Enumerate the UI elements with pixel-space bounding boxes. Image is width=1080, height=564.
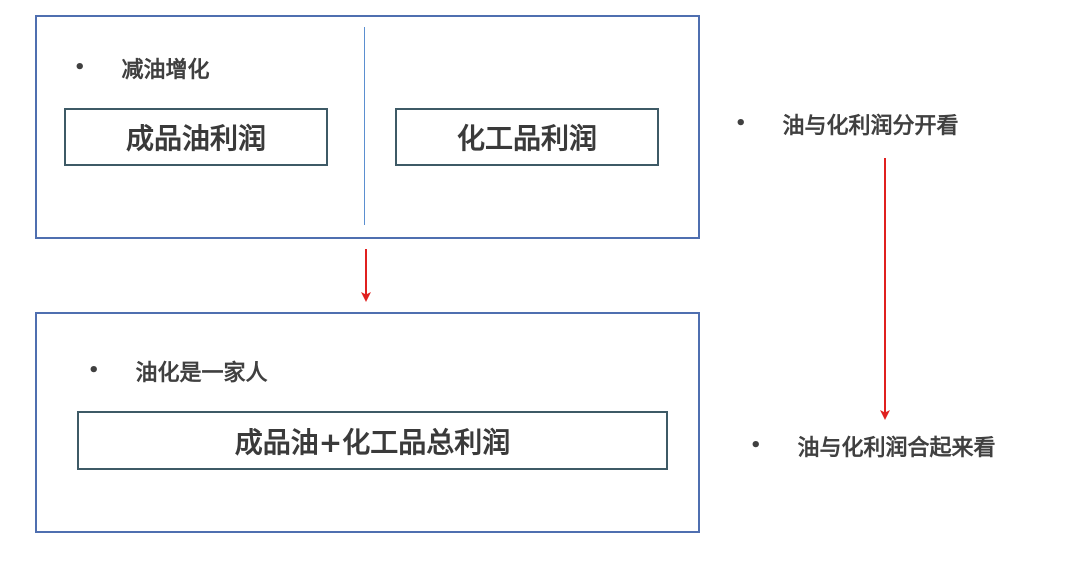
- bullet-icon: •: [74, 57, 86, 78]
- bottom-panel-bullet-row: • 油化是一家人: [88, 355, 268, 387]
- side-note-bottom-text: 油与化利润合起来看: [797, 436, 996, 461]
- side-note-top-text: 油与化利润分开看: [782, 114, 959, 139]
- top-panel-divider: [364, 27, 365, 225]
- chemical-profit-label: 化工品利润: [456, 122, 597, 155]
- refined-oil-profit-label: 成品油利润: [125, 122, 266, 155]
- total-profit-box: 成品油+化工品总利润: [77, 411, 668, 470]
- total-profit-label: 成品油+化工品总利润: [234, 425, 511, 459]
- top-panel-bullet-row: • 减油增化: [74, 52, 210, 84]
- bullet-icon: •: [88, 360, 100, 381]
- side-note-top-row: • 油与化利润分开看: [735, 108, 959, 140]
- top-panel-bullet-text: 减油增化: [121, 58, 210, 83]
- bullet-icon: •: [735, 113, 747, 134]
- bullet-icon: •: [750, 435, 762, 456]
- bottom-panel-bullet-text: 油化是一家人: [135, 361, 268, 386]
- side-note-bottom-row: • 油与化利润合起来看: [750, 430, 996, 462]
- refined-oil-profit-box: 成品油利润: [64, 108, 328, 166]
- chemical-profit-box: 化工品利润: [395, 108, 659, 166]
